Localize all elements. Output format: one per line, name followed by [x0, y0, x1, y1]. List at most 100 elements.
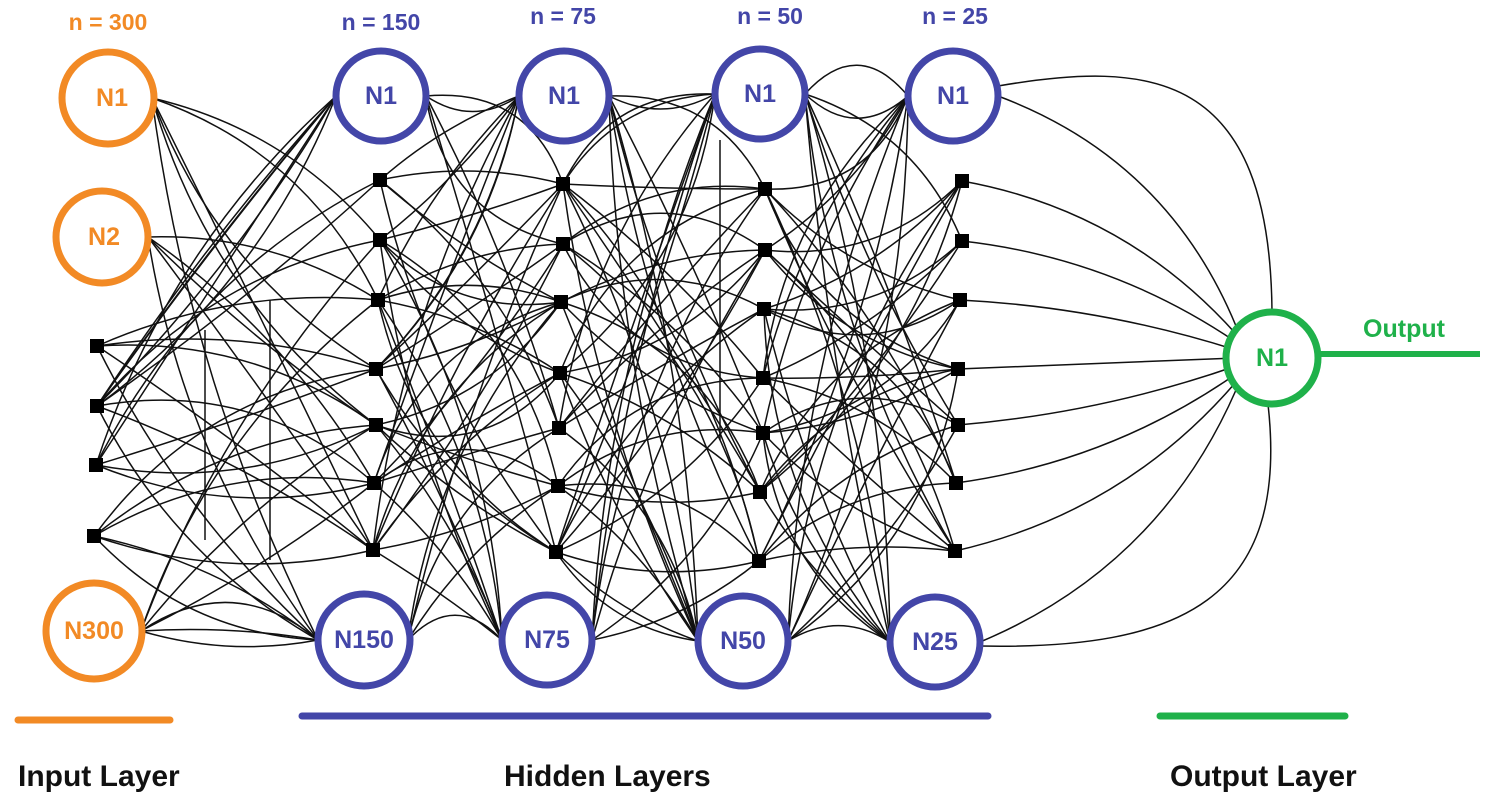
connection-edge: [763, 180, 963, 310]
node-label: N75: [524, 626, 570, 654]
connection-edge: [608, 95, 699, 642]
connection-edge: [608, 95, 760, 562]
connection-edge: [96, 95, 337, 407]
node-label: N1: [1256, 344, 1288, 372]
connection-edge: [758, 546, 956, 562]
connection-edge: [562, 93, 716, 185]
connection-edge: [425, 95, 564, 245]
connection-edge: [804, 93, 909, 119]
ellipsis-dot: [89, 458, 103, 472]
connection-edge: [608, 95, 766, 190]
connection-edge: [555, 377, 764, 553]
connection-edge: [373, 482, 503, 641]
connection-edge: [425, 95, 520, 113]
connection-edge: [763, 299, 961, 336]
connection-edge: [558, 249, 766, 429]
connection-edge: [96, 296, 379, 347]
input-layer-caption: Input Layer: [18, 760, 180, 793]
input-node-n1: N1: [58, 48, 158, 148]
connection-edge: [562, 183, 766, 190]
connection-edge: [555, 93, 716, 553]
connection-edge: [96, 405, 319, 641]
connection-edge: [763, 240, 963, 311]
connection-edge: [407, 485, 559, 641]
connection-edge: [375, 424, 559, 487]
connection-edge: [377, 299, 503, 641]
connection-edge: [151, 97, 374, 551]
connection-edge: [375, 372, 561, 438]
ellipsis-dot: [554, 295, 568, 309]
node-label: N1: [548, 82, 580, 110]
node-label: N50: [720, 627, 766, 655]
connection-edge: [555, 93, 716, 553]
connection-edge: [559, 372, 699, 642]
connection-edge: [140, 482, 375, 632]
connection-edge: [555, 551, 699, 642]
connection-edge: [608, 95, 761, 493]
connection-edge: [147, 236, 377, 426]
hidden-count-label-2: n = 75: [530, 3, 596, 29]
connection-edge: [147, 236, 319, 641]
connection-edge: [959, 299, 1237, 351]
connection-edge: [95, 95, 337, 466]
ellipsis-dot: [758, 182, 772, 196]
connection-edge: [96, 95, 337, 407]
connection-edge: [555, 551, 699, 642]
ellipsis-dot: [951, 362, 965, 376]
hidden-1-node-top: N1: [332, 47, 430, 145]
ellipsis-dots: [87, 173, 969, 568]
connection-edge: [555, 249, 766, 553]
connection-edge: [608, 95, 764, 434]
connection-edge: [377, 299, 561, 374]
connection-edge: [787, 624, 891, 643]
connection-edge: [559, 372, 761, 493]
hidden-3-node-bottom: N50: [694, 592, 792, 690]
connection-edge: [372, 485, 559, 551]
connection-edge: [407, 183, 564, 641]
connection-edge: [762, 368, 959, 379]
connection-edge: [560, 249, 766, 303]
connection-edge: [377, 299, 557, 553]
connection-edge: [764, 95, 909, 190]
connection-edge: [763, 308, 957, 484]
ellipsis-dot: [951, 418, 965, 432]
connection-edge: [562, 243, 764, 434]
connection-edge: [758, 180, 963, 562]
connection-edge: [560, 301, 761, 493]
connection-edge: [377, 95, 520, 301]
connection-edge: [555, 308, 765, 553]
connection-edge: [96, 239, 381, 407]
connection-edge: [758, 95, 909, 562]
output-node-n1: N1: [1222, 308, 1322, 408]
connection-edge: [763, 308, 891, 643]
connection-edge: [787, 95, 909, 642]
connection-edge: [372, 301, 562, 551]
hidden-2-node-top: N1: [515, 47, 613, 145]
connection-edge: [762, 368, 959, 434]
connection-edge: [762, 240, 963, 379]
ellipsis-dot: [549, 545, 563, 559]
connection-edge: [558, 308, 765, 429]
hidden-layers-caption: Hidden Layers: [504, 760, 711, 793]
connection-edge: [373, 243, 564, 484]
output-layer-caption: Output Layer: [1170, 760, 1357, 793]
connection-edge: [591, 188, 766, 641]
connection-edge: [375, 368, 503, 641]
connection-edge: [759, 240, 963, 493]
hidden-2-node-bottom: N75: [498, 591, 596, 689]
connection-edge: [562, 212, 766, 251]
connection-edge: [997, 95, 1237, 327]
node-label: N1: [744, 80, 776, 108]
connection-edge: [140, 628, 319, 641]
connection-edge: [759, 299, 961, 493]
connection-edge: [762, 432, 956, 552]
connection-edge: [562, 93, 716, 185]
connection-edge: [560, 278, 765, 310]
connection-edge: [379, 239, 559, 487]
connection-edge: [954, 381, 1237, 552]
node-label: N300: [64, 617, 124, 645]
input-node-n2: N2: [52, 187, 152, 287]
connection-edge: [560, 301, 764, 434]
node-label: N150: [334, 626, 394, 654]
connection-edge: [787, 95, 909, 642]
